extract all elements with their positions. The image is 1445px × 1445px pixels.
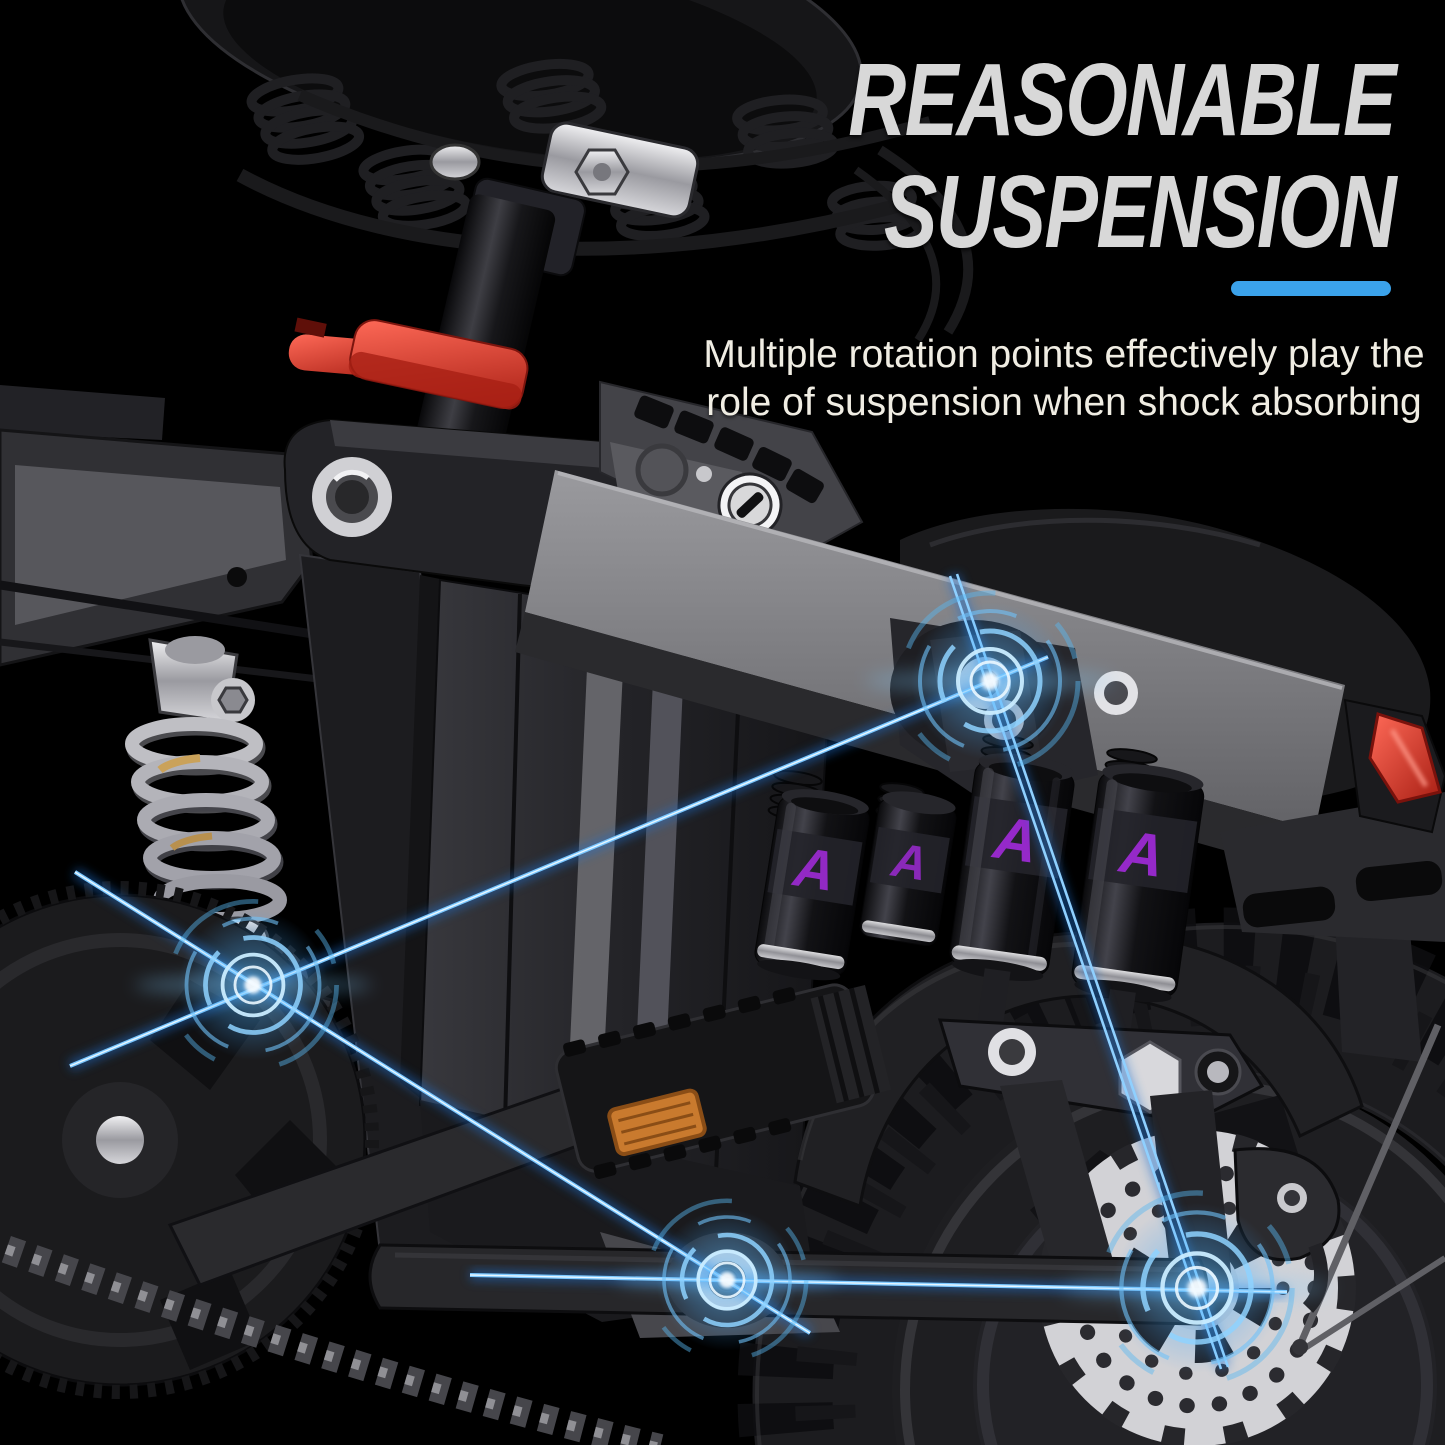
- clamp-hex-bolt: [574, 148, 630, 196]
- headline-line2: SUSPENSION: [883, 154, 1397, 269]
- hinge-pivot-ring: [312, 457, 392, 537]
- shock-brand-letter: A: [1114, 817, 1168, 890]
- description-line2: role of suspension when shock absorbing: [706, 381, 1422, 424]
- rear-rack-bracket: [1220, 792, 1445, 1062]
- accent-bar: [1231, 281, 1391, 296]
- chain: [0, 1232, 664, 1445]
- shock-brand-letter: A: [887, 834, 931, 892]
- seatpost-clamp-red: [288, 317, 529, 410]
- tail-light: [1343, 698, 1445, 834]
- saddle-clamp: [429, 121, 700, 219]
- suspension-overlay: [67, 572, 1332, 1401]
- shock-absorber: A: [754, 789, 870, 981]
- battery-vent-grille: [634, 395, 824, 504]
- description: Multiple rotation points effectively pla…: [684, 331, 1444, 427]
- left-frame-arm: [0, 385, 461, 696]
- linkage-plate: [937, 1018, 1265, 1124]
- shock-absorber: A: [859, 791, 957, 947]
- headline: REASONABLE SUSPENSION: [848, 42, 1397, 269]
- headline-line1: REASONABLE: [848, 42, 1396, 157]
- description-line1: Multiple rotation points effectively pla…: [703, 333, 1425, 376]
- saddle-assembly: [177, 0, 974, 343]
- pedal: [554, 983, 892, 1179]
- battery-charge-port: [635, 443, 712, 497]
